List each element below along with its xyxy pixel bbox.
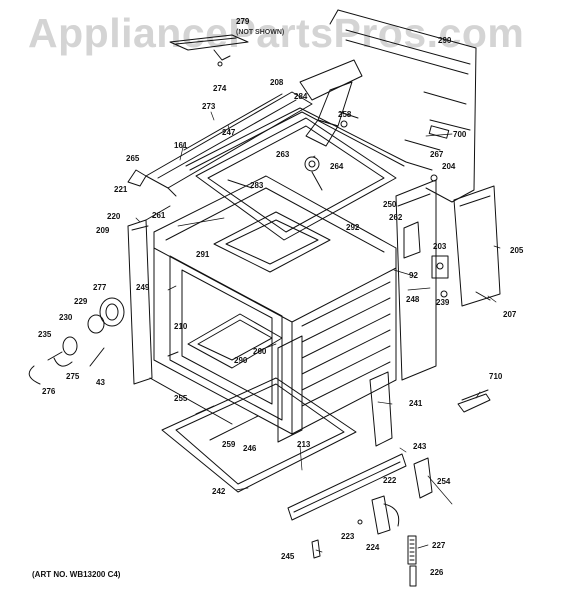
part-label: 227 — [432, 541, 446, 550]
part-label: 263 — [276, 150, 290, 159]
part-label: 248 — [406, 295, 420, 304]
broil-element-part — [213, 211, 331, 273]
leveling-leg-part — [357, 457, 433, 535]
part-label: 209 — [96, 226, 110, 235]
part-label: 279 — [236, 17, 250, 26]
part-label: 208 — [270, 78, 284, 87]
part-label: 262 — [389, 213, 403, 222]
part-label: 273 — [202, 102, 216, 111]
part-label: 221 — [114, 185, 128, 194]
part-label: 255 — [174, 394, 188, 403]
side-trim-part — [167, 335, 303, 443]
part-label: 254 — [437, 477, 451, 486]
part-label: 92 — [409, 271, 418, 280]
part-label: 291 — [196, 250, 210, 259]
part-label: 276 — [42, 387, 56, 396]
hinge-spring-part — [407, 535, 417, 587]
part-label: 242 — [212, 487, 226, 496]
rear-panel-part — [329, 9, 477, 203]
part-label: 267 — [430, 150, 444, 159]
part-label: 290 — [234, 356, 248, 365]
hinge-bracket-part — [169, 34, 249, 67]
part-label: 250 — [383, 200, 397, 209]
part-label: 245 — [281, 552, 295, 561]
part-label: 161 — [174, 141, 188, 150]
part-label: 210 — [174, 322, 188, 331]
part-label: 213 — [297, 440, 311, 449]
burner-box-part — [195, 117, 397, 241]
switch-module-part — [431, 255, 449, 298]
part-label: 243 — [413, 442, 427, 451]
part-label: 246 — [243, 444, 257, 453]
part-label: 277 — [93, 283, 107, 292]
drawer-rail-part — [287, 371, 407, 521]
part-label: 235 — [38, 330, 52, 339]
right-side-panel-part — [395, 179, 437, 381]
part-label: 203 — [433, 242, 447, 251]
part-label: 223 — [341, 532, 355, 541]
part-label: 292 — [346, 223, 360, 232]
art-number-label: (ART NO. WB13200 C4) — [32, 570, 121, 579]
part-label: 207 — [503, 310, 517, 319]
part-label: 710 — [489, 372, 503, 381]
leader-lines — [135, 111, 501, 553]
screw-part — [311, 539, 321, 559]
part-label: 241 — [409, 399, 423, 408]
part-label: 226 — [430, 568, 444, 577]
part-label: 239 — [436, 298, 450, 307]
part-label: 261 — [152, 211, 166, 220]
left-side-panel-part — [127, 205, 171, 385]
burner-head-part — [28, 297, 125, 385]
part-label: 275 — [66, 372, 80, 381]
vent-duct-part — [299, 59, 363, 147]
part-label: 249 — [136, 283, 150, 292]
oven-cavity-part — [153, 175, 397, 435]
part-label: 220 — [107, 212, 121, 221]
part-label: 230 — [59, 313, 73, 322]
part-label: 224 — [366, 543, 380, 552]
part-label: 247 — [222, 128, 236, 137]
part-label: 258 — [338, 110, 352, 119]
part-label: 204 — [442, 162, 456, 171]
bottom-pan-part — [149, 377, 357, 493]
part-label: 274 — [213, 84, 227, 93]
part-label: 260 — [253, 347, 267, 356]
not-shown-note: (NOT SHOWN) — [236, 29, 285, 36]
part-label: 205 — [510, 246, 524, 255]
part-label: 265 — [126, 154, 140, 163]
part-label: 43 — [96, 378, 105, 387]
rear-bracket-part — [453, 185, 501, 307]
part-label: 284 — [294, 92, 308, 101]
part-label: 283 — [250, 181, 264, 190]
part-label: 229 — [74, 297, 88, 306]
part-label: 290 — [438, 36, 452, 45]
part-label: 222 — [383, 476, 397, 485]
part-label: 700 — [453, 130, 467, 139]
bake-element-part — [187, 313, 283, 369]
top-frame-part — [127, 91, 313, 197]
part-label: 264 — [330, 162, 344, 171]
watermark: AppliancePartsPros.com — [28, 10, 525, 56]
support-bracket-part — [457, 389, 491, 413]
part-label: 259 — [222, 440, 236, 449]
